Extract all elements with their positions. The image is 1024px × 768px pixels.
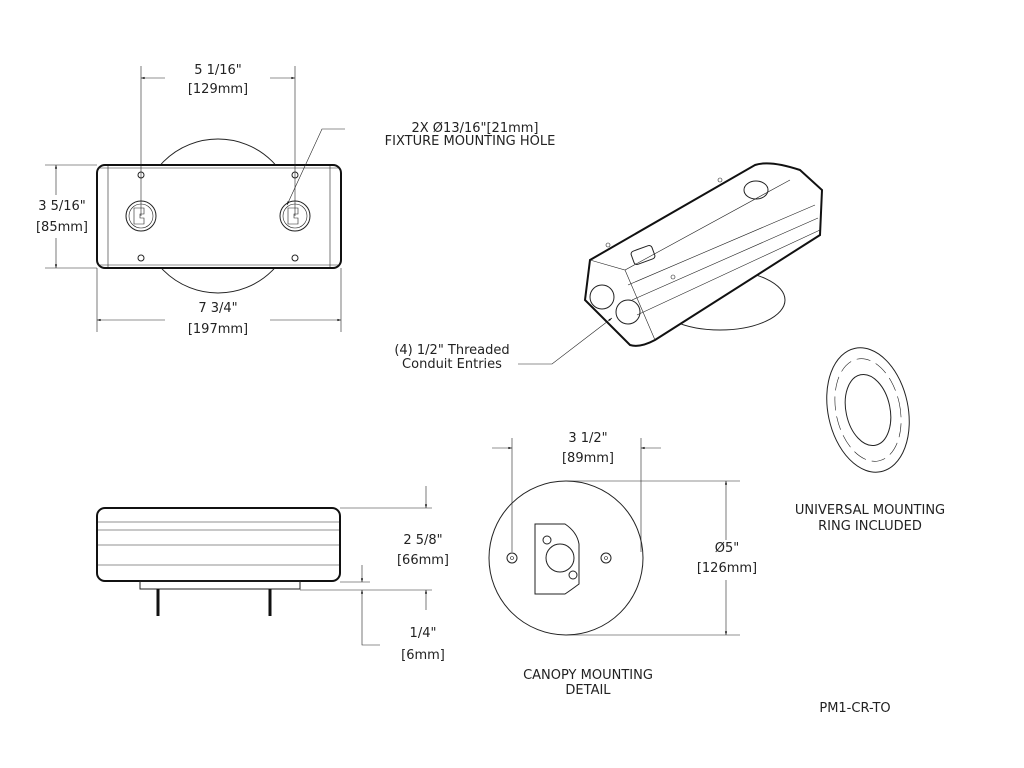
dim-plate-mm: [6mm]	[401, 648, 445, 663]
canopy-title: CANOPY MOUNTING	[523, 668, 653, 683]
canopy-detail: 3 1/2" [89mm] Ø5" [126mm] CANOPY MOUNTIN…	[488, 431, 757, 698]
ring-label-2: RING INCLUDED	[818, 519, 922, 534]
dim-side-height: 2 5/8"	[403, 533, 442, 548]
dim-canopy-spacing: 3 1/2"	[568, 431, 607, 446]
fixture-body	[96, 164, 342, 269]
side-view: 2 5/8" [66mm] 1/4" [6mm]	[96, 486, 449, 663]
dim-plate: 1/4"	[410, 626, 437, 641]
dim-height-mm: [85mm]	[36, 220, 88, 235]
dim-length-mm: [197mm]	[188, 322, 248, 337]
conduit-callout-label: Conduit Entries	[402, 357, 502, 372]
top-view: 5 1/16" [129mm] 3 5/16" [85mm] 7 3/4" [1…	[36, 63, 555, 337]
dim-canopy-diameter-mm: [126mm]	[697, 561, 757, 576]
dim-hole-spacing: 5 1/16"	[194, 63, 242, 78]
dim-length: 7 3/4"	[198, 301, 237, 316]
ring-label: UNIVERSAL MOUNTING	[795, 503, 945, 518]
dim-canopy-diameter: Ø5"	[715, 541, 739, 556]
mounting-ring	[826, 347, 910, 473]
dim-height: 3 5/16"	[38, 199, 86, 214]
dim-hole-spacing-mm: [129mm]	[188, 82, 248, 97]
part-number: PM1-CR-TO	[819, 701, 890, 716]
canopy-title-2: DETAIL	[565, 683, 611, 698]
dim-side-height-mm: [66mm]	[397, 553, 449, 568]
conduit-callout: (4) 1/2" Threaded	[394, 343, 509, 358]
hole-callout-label: FIXTURE MOUNTING HOLE	[385, 134, 556, 149]
dim-canopy-spacing-mm: [89mm]	[562, 451, 614, 466]
hole-callout: 2X Ø13/16"[21mm]	[412, 121, 539, 136]
isometric-view: (4) 1/2" Threaded Conduit Entries	[394, 162, 824, 372]
